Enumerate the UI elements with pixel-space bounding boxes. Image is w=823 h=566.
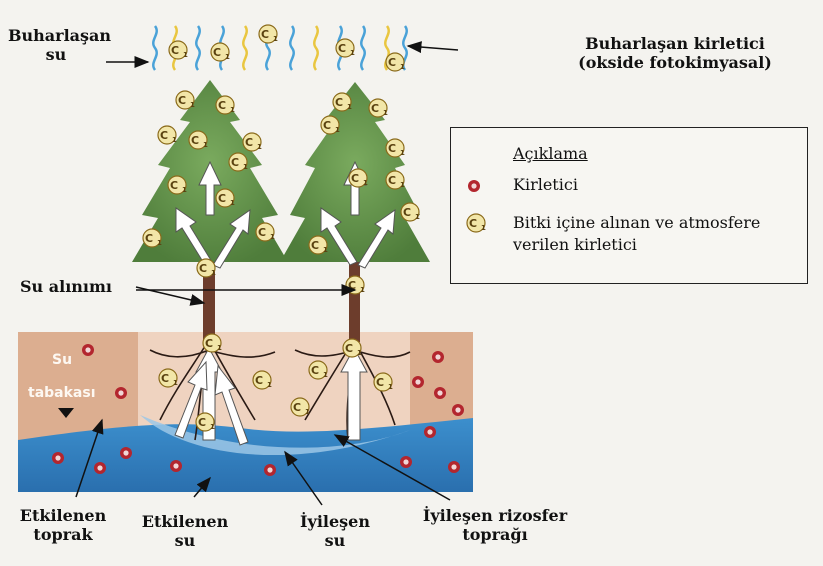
water-table-label-line2: tabakası <box>28 385 96 401</box>
svg-text:1: 1 <box>481 224 486 232</box>
vapor-wave-icon <box>153 26 406 70</box>
water-table-label-line1: Su <box>52 352 72 368</box>
water-uptake-label: Su alınımı <box>20 277 112 296</box>
plant-pollutant-icon: C 1 <box>465 212 487 234</box>
legend-pollutant-label: Kirletici <box>513 174 578 196</box>
legend-title: Açıklama <box>513 144 588 163</box>
svg-text:C: C <box>469 217 477 230</box>
pollutant-icon <box>465 177 483 195</box>
evaporating-pollutant-label: Buharlaşan kirletici(okside fotokimyasal… <box>560 34 790 72</box>
legend-box: Açıklama Kirletici C 1 Bitki içine alına… <box>450 127 808 284</box>
